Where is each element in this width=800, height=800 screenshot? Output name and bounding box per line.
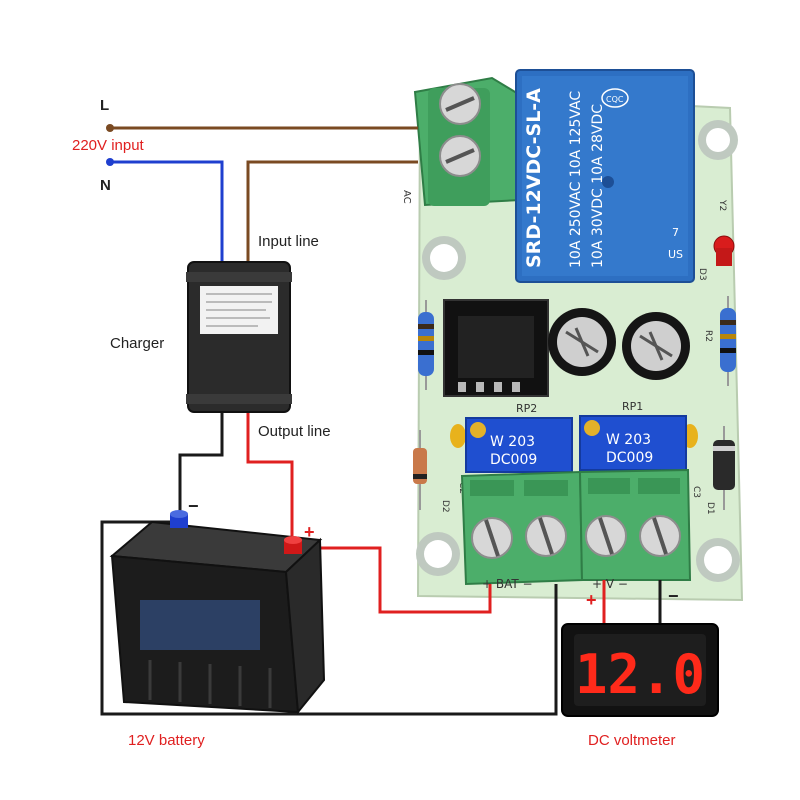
mounting-hole (698, 120, 738, 160)
c3-label: C3 (691, 486, 701, 498)
cqc-text: CQC (606, 95, 624, 104)
relay-model-text: SRD-12VDC-SL-A (523, 88, 545, 268)
pot-rp1-line2: DC009 (606, 450, 653, 466)
voltmeter-terminal-block: + V − (578, 468, 692, 591)
wire-input-live (246, 160, 418, 262)
y2-label: Y2 (717, 199, 727, 211)
adjust-screw-icon (584, 420, 600, 436)
diode-d1: D1 (705, 426, 735, 515)
d1-label: D1 (705, 502, 715, 515)
terminal-screw (439, 135, 481, 177)
charger-label: Charger (110, 335, 164, 352)
d2-label: D2 (440, 500, 450, 513)
battery-terminal-block: + BAT − (460, 470, 584, 591)
ic-chip (443, 299, 549, 397)
d3-label: D3 (697, 268, 707, 281)
terminal-screw (639, 515, 681, 557)
meter-minus-label: − (668, 586, 679, 606)
terminal-screw (471, 517, 513, 559)
live-label: L (100, 97, 109, 114)
bat-terminal-label: + BAT − (482, 577, 533, 591)
relay-pin-text: 7 (672, 226, 679, 239)
dc-voltmeter: 12.0 (561, 623, 719, 717)
terminal-screw (525, 515, 567, 557)
neutral-label: N (100, 177, 111, 194)
voltmeter-display: 12.0 (575, 643, 705, 706)
wire-end-dot (106, 124, 114, 132)
relay-us-text: US (668, 248, 683, 261)
battery-positive-post (284, 536, 302, 554)
capacitor-c2 (548, 308, 616, 376)
mounting-hole (422, 236, 466, 280)
v-terminal-label: + V − (592, 577, 628, 591)
input-line-label: Input line (258, 233, 319, 250)
resistor-r2: R2 (703, 296, 736, 386)
mounting-hole (696, 538, 740, 582)
cqc-logo-icon (601, 88, 629, 108)
potentiometer-rp2: RP2 W 203 DC009 (465, 402, 573, 473)
output-line-label: Output line (258, 423, 331, 440)
led-d3: D3 Y2 (697, 199, 735, 281)
r2-label: R2 (703, 330, 713, 342)
relay: SRD-12VDC-SL-A 10A 250VAC 10A 125VAC 10A… (515, 69, 695, 283)
wire-battery-negative (100, 520, 558, 716)
adjust-screw-icon (470, 422, 486, 438)
resistor-left (418, 300, 434, 390)
capacitor-c1 (622, 312, 690, 380)
battery-minus-label: − (188, 496, 199, 516)
charger (186, 261, 292, 413)
pot-rp1-line1: W 203 (606, 432, 651, 448)
voltmeter-caption: DC voltmeter (588, 732, 676, 749)
wire-end-dot (106, 158, 114, 166)
ac-label: AC (401, 190, 412, 204)
rp2-label: RP2 (516, 402, 537, 415)
mounting-hole (416, 532, 460, 576)
potentiometer-rp1: RP1 W 203 DC009 (579, 400, 687, 471)
terminal-screw (439, 83, 481, 125)
terminal-screw (585, 515, 627, 557)
battery-plus-label: + (304, 522, 315, 542)
wire-neutral (110, 160, 224, 262)
battery-negative-post (170, 510, 188, 528)
relay-dot-icon (602, 176, 614, 188)
pot-rp2-line1: W 203 (490, 434, 535, 450)
relay-rating-text: 10A 250VAC 10A 125VAC (568, 91, 584, 268)
ac-terminal-block: AC (401, 76, 521, 207)
battery (109, 510, 326, 715)
battery-label-blur (140, 600, 260, 650)
pot-rp2-line2: DC009 (490, 452, 537, 468)
wire-battery-positive (300, 546, 492, 614)
wire-charger-positive (246, 412, 294, 548)
input-220v-label: 220V input (72, 137, 145, 154)
diode-d2: D2 (413, 430, 450, 513)
rp1-label: RP1 (622, 400, 643, 413)
meter-plus-label: + (586, 590, 597, 610)
relay-rating-text-2: 10A 30VDC 10A 28VDC (590, 104, 606, 268)
wire-charger-negative (178, 412, 224, 522)
battery-caption: 12V battery (128, 732, 205, 749)
